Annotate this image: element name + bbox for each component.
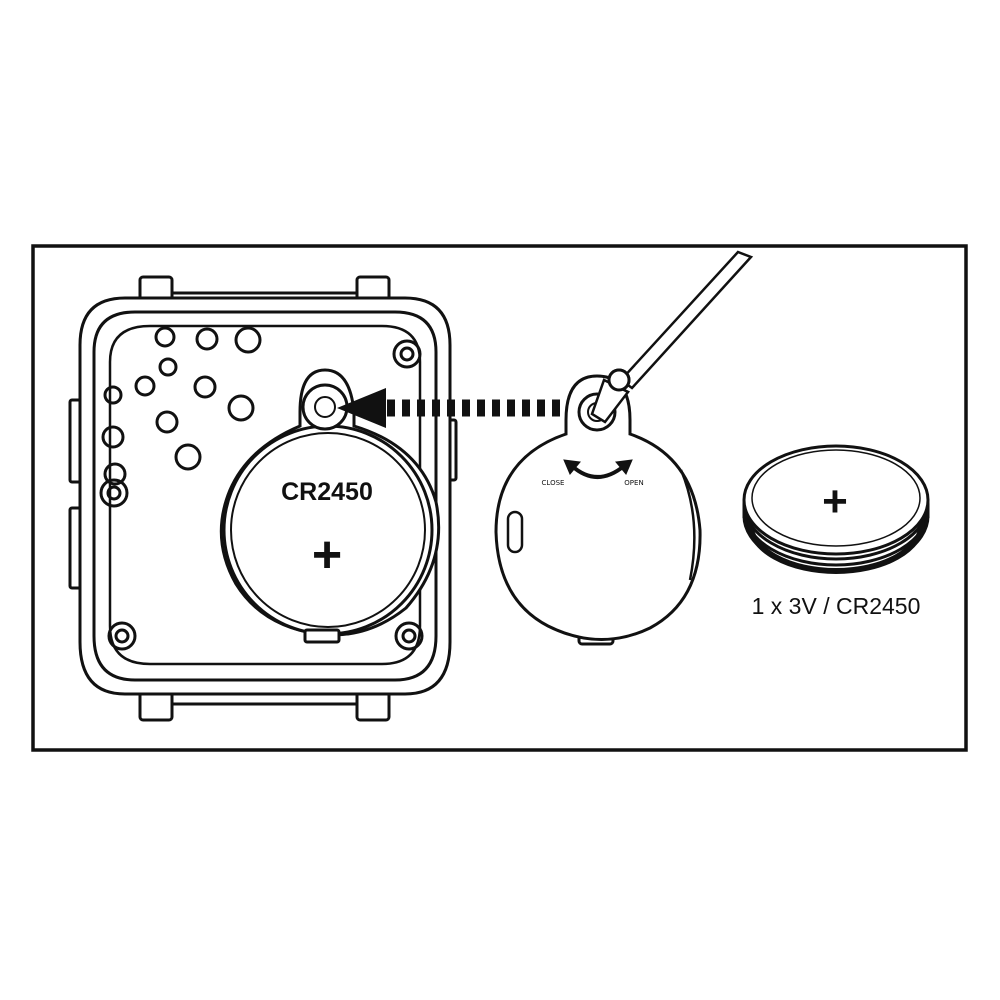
screw-icon: [590, 368, 631, 424]
device-polarity-symbol: +: [312, 526, 342, 584]
rotate-arrow-icon: [563, 459, 633, 479]
device-battery-label: CR2450: [281, 478, 373, 506]
dashed-arrow-icon: [337, 388, 560, 428]
battery-polarity-symbol: +: [822, 477, 848, 526]
battery-spec-label: 1 x 3V / CR2450: [752, 593, 921, 619]
battery-compartment: [219, 368, 441, 644]
coin-cell-top: [742, 444, 930, 556]
cover-open-label: OPEN: [624, 479, 643, 487]
cover-close-label: CLOSE: [542, 479, 565, 487]
